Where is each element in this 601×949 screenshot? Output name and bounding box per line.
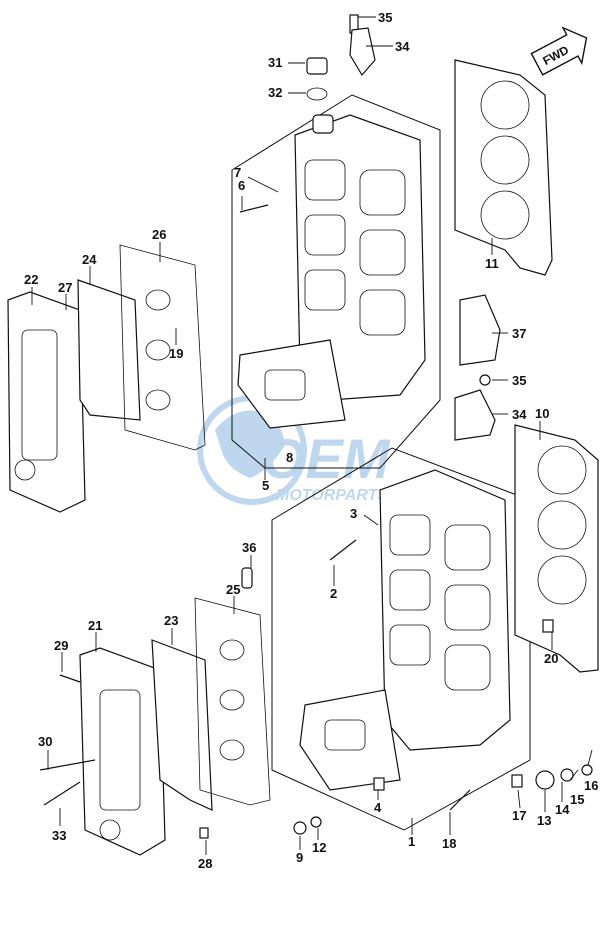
callout-7: 7 bbox=[234, 165, 241, 180]
watermark: OEM MOTORPARTS bbox=[197, 395, 391, 505]
lower-cover-gasket bbox=[194, 597, 271, 806]
callout-30: 30 bbox=[38, 734, 52, 749]
lower-bracket bbox=[454, 389, 496, 441]
watermark-subtitle: MOTORPARTS bbox=[276, 487, 388, 504]
callout-22: 22 bbox=[24, 272, 38, 287]
callout-34-mid: 34 bbox=[512, 407, 527, 422]
upper-cylinder-head-cover bbox=[7, 291, 86, 513]
callout-4: 4 bbox=[374, 800, 382, 815]
callout-5: 5 bbox=[262, 478, 269, 493]
lower-head-gasket bbox=[514, 424, 599, 673]
callout-6: 6 bbox=[238, 178, 245, 193]
callout-20: 20 bbox=[544, 651, 558, 666]
callout-14: 14 bbox=[555, 802, 570, 817]
callout-12: 12 bbox=[312, 840, 326, 855]
callout-17: 17 bbox=[512, 808, 526, 823]
callout-13: 13 bbox=[537, 813, 551, 828]
callout-1: 1 bbox=[408, 834, 415, 849]
upper-cylinder-head bbox=[237, 114, 426, 429]
callout-21: 21 bbox=[88, 618, 102, 633]
leader-lines bbox=[31, 16, 593, 855]
callout-10: 10 bbox=[535, 406, 549, 421]
callout-16: 16 bbox=[584, 778, 598, 793]
callout-9: 9 bbox=[296, 850, 303, 865]
upper-head-gasket bbox=[454, 59, 553, 276]
callout-31: 31 bbox=[268, 55, 282, 70]
callout-2: 2 bbox=[330, 586, 337, 601]
callout-numbers: 35 34 31 32 6 7 11 26 24 22 27 19 37 35 … bbox=[24, 10, 598, 871]
callout-37: 37 bbox=[512, 326, 526, 341]
callout-35-mid: 35 bbox=[512, 373, 526, 388]
lower-cylinder-head bbox=[299, 469, 511, 791]
callout-27: 27 bbox=[58, 280, 72, 295]
callout-28: 28 bbox=[198, 856, 212, 871]
callout-25: 25 bbox=[226, 582, 240, 597]
callout-26: 26 bbox=[152, 227, 166, 242]
upper-cover-plate bbox=[77, 279, 141, 421]
upper-cover-gasket bbox=[119, 244, 206, 451]
callout-8: 8 bbox=[286, 450, 293, 465]
callout-36: 36 bbox=[242, 540, 256, 555]
callout-34-top: 34 bbox=[395, 39, 410, 54]
callout-18: 18 bbox=[442, 836, 456, 851]
callout-29: 29 bbox=[54, 638, 68, 653]
fwd-arrow-badge: FWD bbox=[530, 26, 588, 76]
watermark-brand: OEM bbox=[262, 427, 391, 490]
callout-32: 32 bbox=[268, 85, 282, 100]
callout-24: 24 bbox=[82, 252, 97, 267]
lower-assembly-frame bbox=[271, 447, 531, 831]
callout-15: 15 bbox=[570, 792, 584, 807]
hardware bbox=[39, 14, 593, 839]
callout-19: 19 bbox=[169, 346, 183, 361]
callout-3: 3 bbox=[350, 506, 357, 521]
callout-11: 11 bbox=[485, 256, 499, 271]
callout-33: 33 bbox=[52, 828, 66, 843]
upper-assembly-frame bbox=[231, 94, 441, 469]
upper-bracket bbox=[459, 294, 501, 366]
callout-35-top: 35 bbox=[378, 10, 392, 25]
lower-cylinder-head-cover bbox=[79, 647, 166, 856]
callout-23: 23 bbox=[164, 613, 178, 628]
